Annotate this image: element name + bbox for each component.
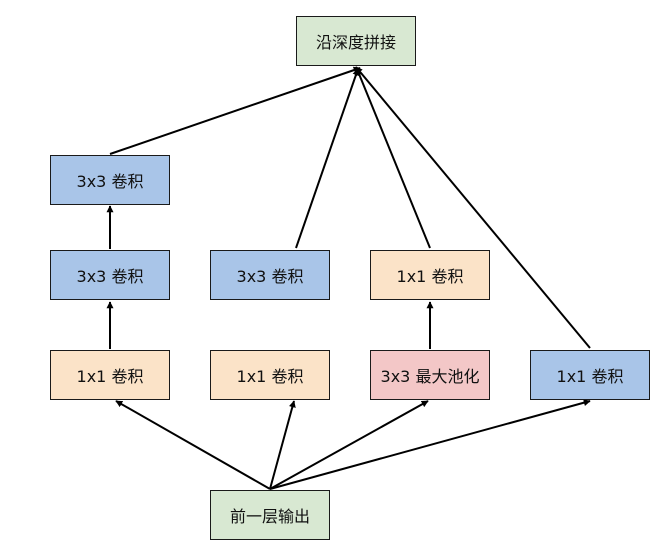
edge-b3-conv1x1-to-concat — [356, 68, 431, 249]
concat-label: 沿深度拼接 — [315, 33, 396, 52]
b1-conv3x3-mid-label: 3x3 卷积 — [76, 267, 144, 286]
b4-conv1x1-node: 1x1 卷积 — [530, 350, 650, 400]
b4-conv1x1-label: 1x1 卷积 — [556, 367, 624, 386]
b2-conv3x3-node: 3x3 卷积 — [210, 250, 330, 300]
input-node: 前一层输出 — [210, 490, 330, 540]
b2-conv1x1-label: 1x1 卷积 — [236, 367, 304, 386]
edge-input-to-b4-conv1x1 — [269, 399, 591, 490]
b3-conv1x1-node: 1x1 卷积 — [370, 250, 490, 300]
b3-conv1x1-label: 1x1 卷积 — [396, 267, 464, 286]
b3-maxpool-node: 3x3 最大池化 — [370, 350, 490, 400]
edge-input-to-b3-maxpool — [269, 400, 429, 490]
b1-conv1x1-label: 1x1 卷积 — [76, 367, 144, 386]
edge-b2-conv3x3-to-concat — [295, 68, 360, 249]
b3-maxpool-label: 3x3 最大池化 — [380, 367, 480, 386]
edge-b4-conv1x1-to-concat — [355, 66, 591, 349]
input-label: 前一层输出 — [229, 507, 310, 526]
b1-conv3x3-top-node: 3x3 卷积 — [50, 155, 170, 205]
concat-node: 沿深度拼接 — [296, 16, 416, 66]
b1-conv3x3-mid-node: 3x3 卷积 — [50, 250, 170, 300]
b1-conv1x1-node: 1x1 卷积 — [50, 350, 170, 400]
edge-input-to-b1-conv1x1 — [115, 400, 271, 490]
edge-input-to-b2-conv1x1 — [269, 400, 296, 490]
b1-conv3x3-top-label: 3x3 卷积 — [76, 172, 144, 191]
b2-conv3x3-label: 3x3 卷积 — [236, 267, 304, 286]
b2-conv1x1-node: 1x1 卷积 — [210, 350, 330, 400]
edge-b1-conv3x3-top-to-concat — [109, 66, 361, 155]
